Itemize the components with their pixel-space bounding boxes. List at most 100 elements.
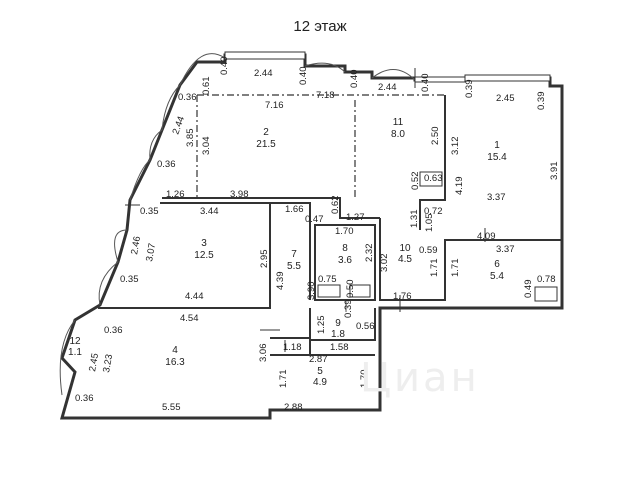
dimension-label: 0.40 <box>219 57 230 76</box>
dimension-label: 0.36 <box>75 393 94 404</box>
dimension-label: 1.05 <box>424 214 435 233</box>
dimension-label: 3.04 <box>201 137 212 156</box>
dimension-label: 0.62 <box>330 196 341 215</box>
dimension-label: 3.37 <box>487 192 506 203</box>
dimension-label: 0.35 <box>120 274 139 285</box>
dimension-label: 1.25 <box>316 316 327 335</box>
room-1-label: 1 15.4 <box>487 140 507 163</box>
svg-text:4.9: 4.9 <box>313 377 327 388</box>
dimension-label: 0.39 <box>343 300 354 319</box>
svg-text:16.3: 16.3 <box>165 357 185 368</box>
dimension-label: 1.71 <box>278 370 289 389</box>
dimension-label: 0.40 <box>298 67 309 86</box>
dimension-label: 2.44 <box>378 82 397 93</box>
interior-wall <box>314 224 376 301</box>
svg-text:15.4: 15.4 <box>487 152 507 163</box>
watermark-logo: Циан <box>360 355 480 401</box>
window-arc <box>114 229 128 263</box>
dimension-label: 5.55 <box>162 402 181 413</box>
interior-wall <box>309 308 376 341</box>
dimension-label: 0.63 <box>424 173 443 184</box>
dimension-label: 4.39 <box>275 272 286 291</box>
dimension-label: 3.44 <box>200 206 219 217</box>
dimension-label: 7.16 <box>265 100 284 111</box>
dimension-label: 2.45 <box>496 93 515 104</box>
svg-text:7: 7 <box>291 249 297 260</box>
fixture-icon <box>419 171 443 187</box>
svg-text:9: 9 <box>335 318 341 329</box>
dimension-label: 0.49 <box>523 280 534 299</box>
dimension-label: 3.37 <box>496 244 515 255</box>
dimension-label: 2.95 <box>259 250 270 269</box>
dimension-label: 0.47 <box>305 214 324 225</box>
dimension-label: 0.40 <box>349 70 360 89</box>
svg-text:3: 3 <box>201 238 207 249</box>
interior-wall <box>98 202 271 309</box>
dimension-label: 3.23 <box>101 353 115 373</box>
svg-text:12: 12 <box>69 336 81 347</box>
dimension-label: 0.72 <box>424 206 443 217</box>
dimension-label: 0.59 <box>419 245 438 256</box>
dimension-label: 0.40 <box>420 74 431 93</box>
dimension-label: 1.66 <box>285 204 304 215</box>
svg-text:8.0: 8.0 <box>391 129 405 140</box>
room-4-label: 4 16.3 <box>165 345 185 368</box>
dimension-label: 0.36 <box>104 325 123 336</box>
window-arc <box>98 261 119 306</box>
dimension-label: 3.90 <box>306 282 317 301</box>
window-arc <box>371 69 416 81</box>
dimension-label: 0.52 <box>410 172 421 191</box>
dimension-label: 1.58 <box>330 342 349 353</box>
dimension-label: 7.18 <box>316 90 335 101</box>
room-2-label: 2 21.5 <box>256 127 276 150</box>
fixture-icon <box>534 286 558 302</box>
dimension-label: 2.46 <box>129 235 143 255</box>
dimension-label: 4.44 <box>185 291 204 302</box>
window-arc <box>59 319 76 396</box>
dimension-label: 0.56 <box>356 321 375 332</box>
dimension-label: 1.27 <box>346 212 365 223</box>
dimension-label: 2.50 <box>430 127 441 146</box>
floor-title: 12 этаж <box>293 18 347 35</box>
svg-text:8: 8 <box>342 243 348 254</box>
dimension-label: 0.50 <box>345 280 356 299</box>
room-10-label: 10 4.5 <box>398 243 412 265</box>
window-arc <box>149 129 163 161</box>
dimension-label: 3.06 <box>258 344 269 363</box>
dimension-label: 1.76 <box>393 291 412 302</box>
dimension-label: 0.78 <box>537 274 556 285</box>
dimension-label: 3.85 <box>185 129 196 148</box>
interior-wall <box>162 197 380 219</box>
window-arc <box>129 159 151 201</box>
dimension-label: 4.19 <box>454 177 465 196</box>
room-12-label: 12 1.1 <box>68 336 82 358</box>
svg-text:21.5: 21.5 <box>256 139 276 150</box>
window-arc <box>304 62 346 73</box>
svg-text:3.6: 3.6 <box>338 255 352 266</box>
dimension-label: 1.18 <box>283 342 302 353</box>
dimension-label: 0.61 <box>201 77 212 96</box>
dimension-label: 1.26 <box>166 189 185 200</box>
dimension-label: 1.70 <box>359 370 370 389</box>
dimension-label: 2.87 <box>309 354 328 365</box>
dimension-label: 4.54 <box>180 313 199 324</box>
svg-text:2: 2 <box>263 127 269 138</box>
window <box>464 74 551 82</box>
svg-text:1: 1 <box>494 140 500 151</box>
dimension-label: 3.12 <box>450 137 461 156</box>
dimension-label: 2.32 <box>364 244 375 263</box>
interior-wall <box>419 95 446 230</box>
svg-text:4.5: 4.5 <box>398 254 412 265</box>
dimension-label: 3.07 <box>144 242 158 262</box>
outer-wall <box>60 53 564 420</box>
room-3-label: 3 12.5 <box>194 238 214 261</box>
dimension-label: 2.44 <box>254 68 273 79</box>
dimension-label: 0.39 <box>464 80 475 99</box>
dimension-label: 0.35 <box>140 206 159 217</box>
room-11-label: 11 8.0 <box>391 117 405 140</box>
room-8-label: 8 3.6 <box>338 243 352 266</box>
dimension-label: 0.39 <box>536 92 547 111</box>
dimension-label: 4.09 <box>477 231 496 242</box>
